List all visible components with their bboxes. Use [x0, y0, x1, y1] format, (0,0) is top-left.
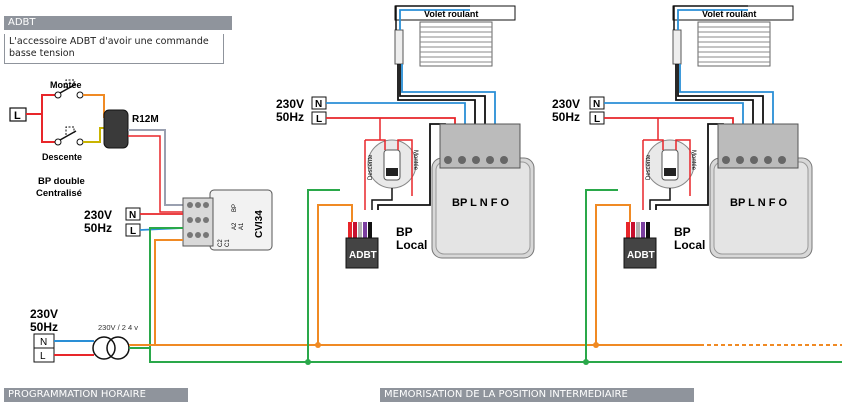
- adbt-module-2: ADBT: [623, 222, 657, 269]
- unit2-switch-montee: Montée: [690, 150, 696, 171]
- supply-voltage: 230V: [30, 307, 58, 321]
- unit2-bp-local-1: BP: [674, 225, 691, 239]
- cvi-pin-a2: A2: [232, 222, 238, 230]
- svg-text:N: N: [315, 99, 322, 110]
- supply-freq: 50Hz: [30, 320, 58, 334]
- motor-tube-1: [394, 29, 404, 65]
- supply-section: 230V 50Hz N L 230V / 2 4 v: [30, 307, 138, 363]
- control-box-1: BP L N F O: [431, 123, 535, 259]
- cvi-freq: 50Hz: [84, 221, 112, 235]
- cvi-pin-c2: C2: [218, 239, 224, 247]
- wall-switch-2: Descente Montée: [645, 139, 696, 189]
- bus-wires: [129, 189, 842, 365]
- centralized-control: L Montée Descente R12M BP double Central…: [9, 79, 273, 251]
- unit1-switch-montee: Montée: [412, 150, 418, 171]
- cvi-pin-c1: C1: [225, 239, 231, 247]
- r12m-label: R12M: [132, 114, 159, 125]
- transformer-secondary: [106, 336, 130, 360]
- adbt-label-2: ADBT: [627, 250, 655, 261]
- motor-terminal-labels-2: BP L N F O: [730, 197, 787, 209]
- volet-roulant-label-2: Volet roulant: [702, 9, 756, 19]
- motor-terminal-labels-1: BP L N F O: [452, 197, 509, 209]
- cvi34-module: CVI34 C2 C1 A2 A1 BP: [182, 189, 273, 251]
- footer-tab-memorisation[interactable]: MEMORISATION DE LA POSITION INTERMEDIAIR…: [380, 388, 694, 402]
- unit1-bp-local-1: BP: [396, 225, 413, 239]
- cvi34-label: CVI34: [254, 210, 265, 238]
- cvi-pin-bp: BP: [232, 204, 238, 212]
- unit2-switch-descente: Descente: [646, 154, 652, 180]
- svg-text:L: L: [40, 351, 46, 362]
- unit2-voltage: 230V: [552, 97, 580, 111]
- transformer-primary: [92, 336, 116, 360]
- unit1-voltage: 230V: [276, 97, 304, 111]
- shutter-slats-1: [419, 21, 493, 67]
- svg-text:L: L: [316, 114, 322, 125]
- svg-text:L: L: [594, 114, 600, 125]
- shutter-slats-2: [697, 21, 771, 67]
- control-box-2: BP L N F O: [709, 123, 813, 259]
- descente-label: Descente: [42, 152, 82, 162]
- adbt-label-1: ADBT: [349, 250, 377, 261]
- unit1-freq: 50Hz: [276, 110, 304, 124]
- unit1-switch-descente: Descente: [368, 154, 374, 180]
- switch-down: [54, 126, 84, 146]
- svg-text:L: L: [130, 226, 136, 237]
- centralise-label: Centralisé: [36, 188, 82, 199]
- monter-label: Montée: [50, 80, 82, 90]
- unit-1: Volet roulant 230V 50Hz N L Descente: [276, 5, 535, 269]
- motor-tube-2: [672, 29, 682, 65]
- unit2-freq: 50Hz: [552, 110, 580, 124]
- footer-tab-programmation[interactable]: PROGRAMMATION HORAIRE: [4, 388, 188, 402]
- svg-text:N: N: [593, 99, 600, 110]
- r12m-module: [103, 109, 129, 149]
- svg-text:N: N: [40, 337, 47, 348]
- volet-roulant-label-1: Volet roulant: [424, 9, 478, 19]
- unit-2: Volet roulant 230V 50Hz N L Descente Mon…: [552, 5, 813, 269]
- section-header-adbt: ADBT: [4, 16, 232, 30]
- unit2-bp-local-2: Local: [674, 238, 705, 252]
- transformer-label: 230V / 2 4 v: [98, 323, 138, 332]
- adbt-module-1: ADBT: [345, 222, 379, 269]
- svg-text:N: N: [129, 210, 136, 221]
- l-terminal-left-label: L: [14, 110, 21, 122]
- cvi-pin-a1: A1: [239, 222, 245, 230]
- bp-double-label: BP double: [38, 176, 85, 187]
- wall-switch-1: Descente Montée: [367, 139, 418, 189]
- description-note: L'accessoire ADBT d'avoir une commande b…: [4, 34, 224, 64]
- cvi-voltage: 230V: [84, 208, 112, 222]
- unit1-bp-local-2: Local: [396, 238, 427, 252]
